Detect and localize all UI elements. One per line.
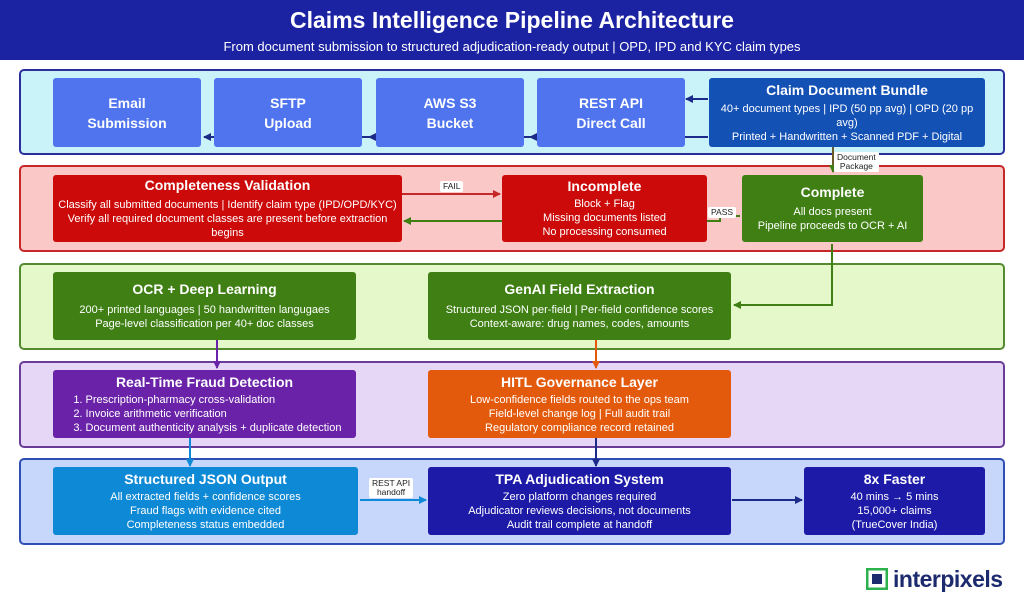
aws-s3-bucket-box: AWS S3 Bucket bbox=[376, 78, 524, 147]
email-submission-box: Email Submission bbox=[53, 78, 201, 147]
bundle-title: Claim Document Bundle bbox=[766, 81, 928, 98]
logo-text: interpixels bbox=[893, 565, 1003, 592]
tpa-adjudication-box: TPA Adjudication System Zero platform ch… bbox=[428, 467, 731, 535]
ocr-line-2: Page-level classification per 40+ doc cl… bbox=[95, 318, 314, 330]
bundle-line-1: 40+ document types | IPD (50 pp avg) | O… bbox=[720, 102, 974, 129]
handoff-label-line2: handoff bbox=[376, 487, 406, 497]
fraud-detection-box: Real-Time Fraud Detection Prescription-p… bbox=[53, 370, 356, 438]
hitl-line-1: Low-confidence fields routed to the ops … bbox=[470, 393, 689, 406]
sftp-title-line2: Upload bbox=[264, 114, 312, 131]
bundle-line-2: Printed + Handwritten + Scanned PDF + Di… bbox=[731, 130, 963, 143]
faster-title: 8x Faster bbox=[863, 470, 926, 487]
incomplete-line-3: No processing consumed bbox=[542, 226, 667, 238]
header-banner: Claims Intelligence Pipeline Architectur… bbox=[0, 0, 1024, 60]
ocr-deep-learning-box: OCR + Deep Learning 200+ printed languag… bbox=[53, 272, 356, 340]
incomplete-line-2: Missing documents listed bbox=[543, 212, 666, 224]
fraud-checks-list: Prescription-pharmacy cross-validation I… bbox=[68, 393, 342, 435]
complete-title: Complete bbox=[800, 184, 865, 200]
tpa-line-2: Adjudicator reviews decisions, not docum… bbox=[468, 504, 691, 517]
complete-box: Complete All docs present Pipeline proce… bbox=[742, 175, 923, 242]
tpa-title: TPA Adjudication System bbox=[495, 470, 664, 487]
fraud-title: Real-Time Fraud Detection bbox=[115, 373, 294, 390]
incomplete-line-1: Block + Flag bbox=[574, 198, 635, 210]
completeness-validation-box: Completeness Validation Classify all sub… bbox=[53, 175, 402, 242]
complete-line-1: All docs present bbox=[793, 206, 872, 218]
fraud-check-3: Document authenticity analysis + duplica… bbox=[86, 421, 342, 435]
completeness-line-2: Verify all required document classes are… bbox=[67, 213, 388, 239]
logo-mark-icon bbox=[866, 568, 888, 590]
completeness-title: Completeness Validation bbox=[144, 177, 311, 193]
ocr-line-1: 200+ printed languages | 50 handwritten … bbox=[79, 304, 330, 316]
package-label-line1: Document bbox=[837, 152, 876, 162]
faster-line-2: 15,000+ claims bbox=[857, 504, 932, 517]
complete-line-2: Pipeline proceeds to OCR + AI bbox=[757, 220, 908, 232]
claim-document-bundle-box: Claim Document Bundle 40+ document types… bbox=[709, 78, 985, 147]
incomplete-box: Incomplete Block + Flag Missing document… bbox=[502, 175, 707, 242]
json-line-3: Completeness status embedded bbox=[126, 518, 285, 531]
rest-title-line2: Direct Call bbox=[576, 114, 646, 131]
document-package-label: Document Package bbox=[834, 152, 879, 172]
genai-line-1: Structured JSON per-field | Per-field co… bbox=[445, 304, 714, 316]
genai-line-2: Context-aware: drug names, codes, amount… bbox=[469, 318, 690, 330]
faster-result-box: 8x Faster 40 mins → 5 mins 15,000+ claim… bbox=[804, 467, 985, 535]
email-title-line2: Submission bbox=[87, 114, 167, 131]
genai-title: GenAI Field Extraction bbox=[504, 281, 655, 297]
faster-line-3: (TrueCover India) bbox=[851, 518, 938, 531]
incomplete-title: Incomplete bbox=[567, 178, 642, 194]
json-line-1: All extracted fields + confidence scores bbox=[110, 490, 301, 503]
email-title-line1: Email bbox=[108, 94, 146, 111]
structured-json-output-box: Structured JSON Output All extracted fie… bbox=[53, 467, 358, 535]
hitl-title: HITL Governance Layer bbox=[501, 373, 658, 390]
hitl-line-3: Regulatory compliance record retained bbox=[485, 421, 674, 434]
genai-field-extraction-box: GenAI Field Extraction Structured JSON p… bbox=[428, 272, 731, 340]
package-label-line2: Package bbox=[839, 161, 873, 171]
tpa-line-1: Zero platform changes required bbox=[502, 490, 657, 503]
arrow-complete-to-genai bbox=[733, 244, 833, 309]
ocr-title: OCR + Deep Learning bbox=[132, 281, 277, 297]
json-title: Structured JSON Output bbox=[124, 470, 287, 487]
hitl-line-2: Field-level change log | Full audit trai… bbox=[488, 407, 671, 420]
rest-api-handoff-label: REST API handoff bbox=[369, 478, 414, 498]
rest-title-line1: REST API bbox=[578, 94, 644, 111]
sftp-upload-box: SFTP Upload bbox=[214, 78, 362, 147]
rest-api-box: REST API Direct Call bbox=[537, 78, 685, 147]
hitl-governance-box: HITL Governance Layer Low-confidence fie… bbox=[428, 370, 731, 438]
json-line-2: Fraud flags with evidence cited bbox=[129, 504, 282, 517]
fraud-check-2: Invoice arithmetic verification bbox=[86, 407, 342, 421]
fail-label: FAIL bbox=[440, 181, 464, 192]
fraud-check-1: Prescription-pharmacy cross-validation bbox=[86, 393, 342, 407]
s3-title-line1: AWS S3 bbox=[423, 94, 477, 111]
faster-line-1: 40 mins → 5 mins bbox=[850, 490, 939, 503]
tpa-line-3: Audit trail complete at handoff bbox=[506, 518, 653, 531]
interpixels-logo: interpixels bbox=[866, 565, 1003, 593]
handoff-label-line1: REST API bbox=[372, 478, 411, 488]
pass-label: PASS bbox=[708, 207, 737, 218]
sftp-title-line1: SFTP bbox=[270, 94, 306, 111]
page-title: Claims Intelligence Pipeline Architectur… bbox=[290, 7, 734, 33]
completeness-line-1: Classify all submitted documents | Ident… bbox=[58, 199, 397, 211]
s3-title-line2: Bucket bbox=[426, 114, 474, 131]
page-subtitle: From document submission to structured a… bbox=[223, 39, 801, 54]
